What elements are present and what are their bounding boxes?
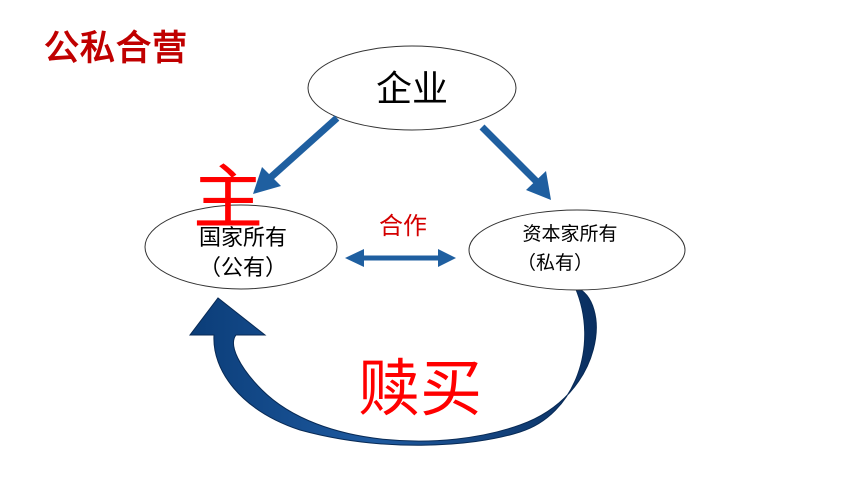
state-ownership-label: 国家所有 [199, 226, 287, 251]
state-ownership-node [144, 204, 338, 290]
main-label: 主 [193, 157, 263, 239]
cooperation-arrow-left-head [345, 249, 364, 267]
arrow-head-capitalist [526, 171, 551, 200]
arrow-enterprise-to-capitalist [479, 124, 540, 185]
arrow-enterprise-to-state [267, 115, 340, 181]
redemption-curved-arrow [188, 286, 597, 446]
cooperation-arrow-right-head [438, 249, 456, 267]
arrow-head-state [253, 167, 281, 194]
public-ownership-label: （公有） [199, 256, 287, 281]
private-ownership-label: （私有） [517, 252, 593, 274]
capitalist-ownership-label: 资本家所有 [522, 223, 617, 245]
enterprise-label: 企业 [376, 69, 448, 110]
redemption-label: 赎买 [358, 352, 482, 425]
page-title: 公私合营 [44, 29, 189, 69]
capitalist-ownership-node [468, 209, 686, 291]
enterprise-node [307, 45, 517, 131]
cooperation-label: 合作 [379, 212, 427, 240]
